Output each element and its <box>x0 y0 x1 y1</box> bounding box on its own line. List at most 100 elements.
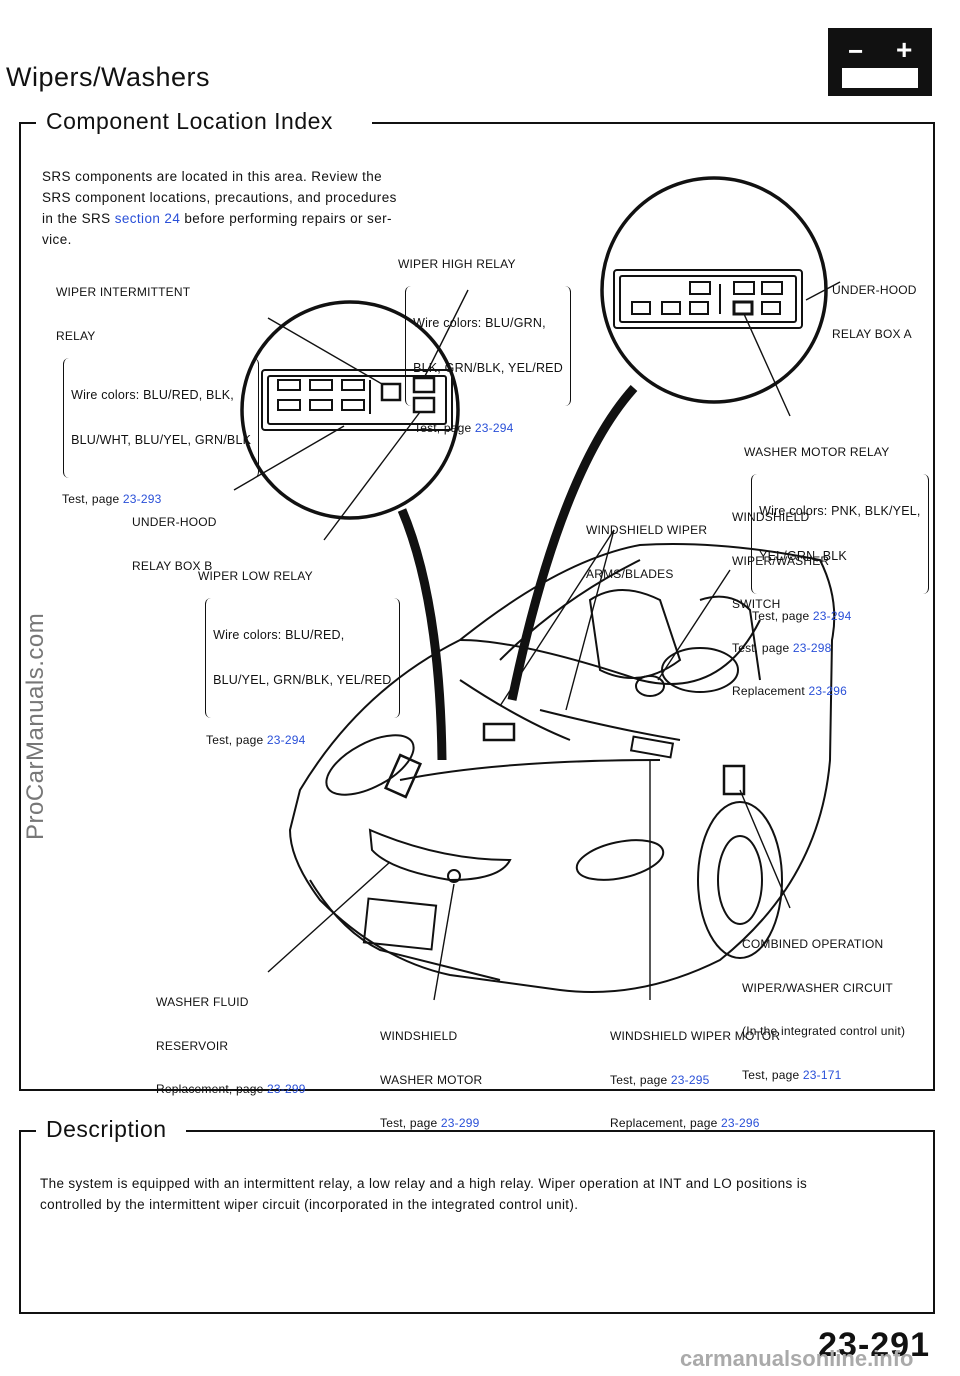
label-combined-operation-circuit: COMBINED OPERATION WIPER/WASHER CIRCUIT … <box>742 908 905 1097</box>
srs-note: SRS components are located in this area.… <box>42 166 462 250</box>
section-title-description: Description <box>38 1116 175 1143</box>
replacement-page-link[interactable]: 23-296 <box>721 1116 760 1130</box>
label-text: WASHER MOTOR RELAY <box>744 445 890 459</box>
test-page-link[interactable]: 23-294 <box>474 420 514 435</box>
test-text: Test, page <box>414 420 475 435</box>
label-wiper-intermittent-relay: WIPER INTERMITTENT RELAY Wire colors: BL… <box>56 256 260 521</box>
section-title-component-location: Component Location Index <box>38 108 341 135</box>
wire-colors: Wire colors: PNK, BLK/YEL, YEL/GRN, BLK <box>751 474 929 594</box>
srs-section-link[interactable]: section 24 <box>114 211 181 226</box>
replacement-ref: Replacement 23-296 <box>732 684 847 699</box>
srs-note-text: before performing repairs or ser- <box>180 211 392 226</box>
test-ref: Test, page 23-298 <box>732 641 847 656</box>
label-text: WASHER MOTOR <box>380 1072 483 1087</box>
label-under-hood-relay-box-b: UNDER-HOOD RELAY BOX B <box>132 486 217 588</box>
battery-cell <box>842 68 918 88</box>
label-text: WINDSHIELD <box>732 510 810 524</box>
label-text: WIPER/WASHER CIRCUIT <box>742 980 893 995</box>
replacement-page-link[interactable]: 23-296 <box>808 684 848 698</box>
srs-note-line: SRS component locations, precautions, an… <box>42 190 397 205</box>
wire-text: YEL/GRN, BLK <box>759 549 847 563</box>
test-ref: Test, page 23-293 <box>56 492 259 507</box>
battery-icon: − + <box>828 28 932 96</box>
test-page-link[interactable]: 23-298 <box>792 640 832 655</box>
label-text: WINDSHIELD WIPER MOTOR <box>610 1029 781 1043</box>
test-ref: Test, page 23-171 <box>742 1068 905 1083</box>
label-windshield-wiper-motor: WINDSHIELD WIPER MOTOR Test, page 23-295… <box>610 1000 780 1145</box>
wire-text: Wire colors: BLU/RED, <box>213 628 345 642</box>
replacement-text: Replacement <box>732 684 809 698</box>
label-text: RELAY <box>56 328 96 343</box>
label-text: UNDER-HOOD <box>132 515 217 529</box>
test-page-link[interactable]: 23-294 <box>266 732 306 747</box>
description-line: controlled by the intermittent wiper cir… <box>40 1197 579 1212</box>
label-text: WIPER LOW RELAY <box>198 569 313 583</box>
label-text: WASHER FLUID <box>156 995 249 1009</box>
relay-box-b-drawing <box>261 369 453 431</box>
test-page-link[interactable]: 23-295 <box>670 1072 710 1087</box>
test-page-link[interactable]: 23-171 <box>802 1067 842 1082</box>
replacement-text: Replacement, page <box>156 1082 268 1096</box>
test-text: Test, page <box>206 732 267 747</box>
label-text: RELAY BOX B <box>132 558 213 573</box>
wire-text: Wire colors: BLU/RED, BLK, <box>71 387 234 402</box>
replacement-ref: Replacement, page 23-299 <box>156 1082 306 1097</box>
description-line: The system is equipped with an intermitt… <box>40 1176 808 1191</box>
relay-box-a-drawing <box>613 269 803 329</box>
srs-note-line: vice. <box>42 232 72 247</box>
watermark-side: ProCarManuals.com <box>22 612 49 840</box>
label-wiper-high-relay: WIPER HIGH RELAY Wire colors: BLU/GRN, B… <box>398 228 571 450</box>
test-text: Test, page <box>732 640 793 655</box>
test-text: Test, page <box>752 608 813 623</box>
test-text: Test, page <box>380 1116 441 1130</box>
test-ref: Test, page 23-294 <box>398 421 571 436</box>
label-washer-fluid-reservoir: WASHER FLUID RESERVOIR Replacement, page… <box>156 966 306 1111</box>
label-text: RESERVOIR <box>156 1038 229 1053</box>
test-ref: Test, page 23-294 <box>198 733 400 748</box>
wire-text: Wire colors: BLU/GRN, <box>413 316 546 330</box>
label-text: WIPER HIGH RELAY <box>398 257 516 271</box>
label-text: (In the integrated control unit) <box>742 1024 906 1038</box>
replacement-ref: Replacement, page 23-296 <box>610 1116 780 1131</box>
label-wiper-low-relay: WIPER LOW RELAY Wire colors: BLU/RED, BL… <box>198 540 400 762</box>
label-text: WIPER INTERMITTENT <box>56 285 191 299</box>
description-text: The system is equipped with an intermitt… <box>40 1173 930 1215</box>
test-text: Test, page <box>610 1072 671 1087</box>
srs-note-line: in the SRS section 24 before performing … <box>42 208 462 229</box>
srs-note-text: in the SRS <box>42 211 115 226</box>
wire-colors: Wire colors: BLU/GRN, BLK, GRN/BLK, YEL/… <box>405 286 571 406</box>
label-washer-motor-relay: WASHER MOTOR RELAY Wire colors: PNK, BLK… <box>744 416 929 638</box>
label-windshield-wiper-washer-switch: WINDSHIELD WIPER/WASHER SWITCH Test, pag… <box>732 481 847 713</box>
label-windshield-washer-motor: WINDSHIELD WASHER MOTOR Test, page 23-29… <box>380 1000 482 1145</box>
label-text: SWITCH <box>732 597 781 611</box>
test-page-link[interactable]: 23-299 <box>440 1116 480 1130</box>
battery-plus-sign: + <box>896 34 913 65</box>
test-page-link[interactable]: 23-293 <box>122 492 162 506</box>
test-text: Test, page <box>742 1067 803 1082</box>
watermark-bottom: carmanualsonline.info <box>680 1346 914 1371</box>
test-ref: Test, page 23-295 <box>610 1073 780 1088</box>
label-windshield-wiper-arms: WINDSHIELD WIPER ARMS/BLADES <box>586 494 707 596</box>
wire-text: BLU/WHT, BLU/YEL, GRN/BLK <box>71 432 252 447</box>
test-ref: Test, page 23-294 <box>744 609 929 624</box>
label-under-hood-relay-box-a: UNDER-HOOD RELAY BOX A <box>832 254 917 356</box>
page-number: 23-291 <box>818 1326 930 1364</box>
label-text: UNDER-HOOD <box>832 283 917 297</box>
page-title: Wipers/Washers <box>6 62 211 92</box>
label-text: RELAY BOX A <box>832 326 912 341</box>
srs-note-line: SRS components are located in this area.… <box>42 169 383 184</box>
wire-text: BLK, GRN/BLK, YEL/RED <box>413 361 563 375</box>
car-drawing <box>288 543 836 993</box>
battery-minus-sign: − <box>848 36 864 66</box>
test-text: Test, page <box>62 492 123 506</box>
replacement-page-link[interactable]: 23-299 <box>267 1082 306 1096</box>
label-text: COMBINED OPERATION <box>742 937 884 951</box>
label-text: WINDSHIELD <box>380 1029 458 1043</box>
test-ref: Test, page 23-299 <box>380 1116 482 1131</box>
label-text: WINDSHIELD WIPER <box>586 523 708 537</box>
wire-text: Wire colors: PNK, BLK/YEL, <box>759 504 921 518</box>
label-text: ARMS/BLADES <box>586 566 674 581</box>
replacement-text: Replacement, page <box>610 1116 722 1130</box>
test-page-link[interactable]: 23-294 <box>812 608 852 623</box>
